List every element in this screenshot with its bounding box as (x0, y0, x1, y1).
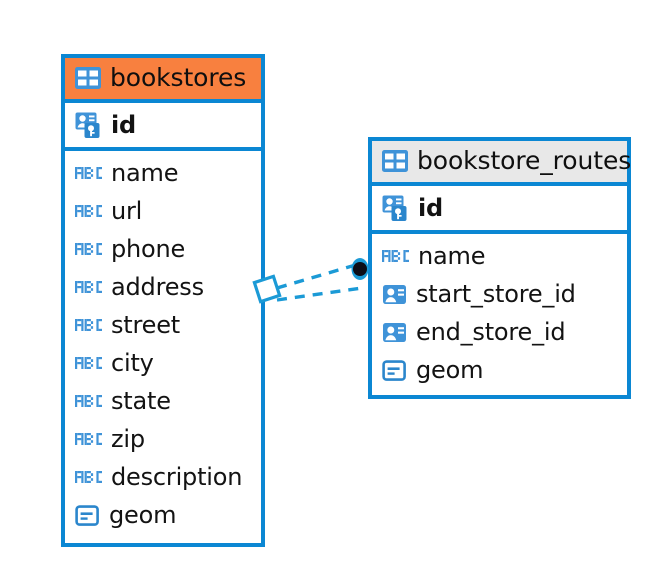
abc-text-icon (75, 203, 102, 219)
column-name: description (111, 463, 243, 491)
column-name: address (111, 273, 204, 301)
column-name: id (111, 111, 137, 139)
table-icon (75, 66, 101, 89)
primary-key-section: id (372, 186, 627, 234)
entity-bookstore-routes[interactable]: bookstore_routes (368, 137, 631, 399)
abc-text-icon (382, 248, 409, 264)
column-name: phone (111, 235, 186, 263)
column-name: url (111, 197, 143, 225)
column-name: geom (416, 356, 484, 384)
column-row-description[interactable]: description (65, 458, 261, 496)
column-name: id (418, 194, 444, 222)
abc-text-icon (75, 355, 102, 371)
abc-text-icon (75, 431, 102, 447)
column-row-id[interactable]: id (372, 186, 627, 230)
foreign-key-icon (382, 320, 407, 345)
column-name: name (418, 242, 486, 270)
abc-text-icon (75, 393, 102, 409)
column-name: start_store_id (416, 280, 576, 308)
geometry-icon (382, 358, 407, 383)
column-row-geom[interactable]: geom (372, 351, 627, 389)
column-row-id[interactable]: id (65, 103, 261, 147)
column-row-name[interactable]: name (65, 154, 261, 192)
primary-key-icon (382, 195, 409, 222)
column-row-city[interactable]: city (65, 344, 261, 382)
column-list: name start_store_id (372, 234, 627, 392)
column-name: city (111, 349, 154, 377)
table-icon (382, 149, 408, 172)
abc-text-icon (75, 317, 102, 333)
entity-header-bookstores[interactable]: bookstores (65, 58, 261, 103)
abc-text-icon (75, 241, 102, 257)
relationship-line-lower (276, 286, 362, 302)
relationship-target-circle (351, 258, 369, 280)
column-name: zip (111, 425, 145, 453)
column-name: state (111, 387, 171, 415)
column-row-street[interactable]: street (65, 306, 261, 344)
entity-bookstores[interactable]: bookstores (61, 54, 265, 547)
relationship-source-diamond (252, 274, 282, 304)
column-row-name[interactable]: name (372, 237, 627, 275)
column-name: end_store_id (416, 318, 566, 346)
column-row-state[interactable]: state (65, 382, 261, 420)
foreign-key-icon (382, 282, 407, 307)
entity-title: bookstore_routes (417, 146, 632, 175)
column-row-geom[interactable]: geom (65, 496, 261, 534)
column-name: geom (109, 501, 177, 529)
column-row-end-store-id[interactable]: end_store_id (372, 313, 627, 351)
relationship-connector[interactable] (252, 238, 380, 310)
column-list: name u (65, 151, 261, 537)
column-name: name (111, 159, 179, 187)
entity-header-bookstore-routes[interactable]: bookstore_routes (372, 141, 631, 186)
abc-text-icon (75, 165, 102, 181)
column-name: street (111, 311, 180, 339)
column-row-zip[interactable]: zip (65, 420, 261, 458)
column-row-phone[interactable]: phone (65, 230, 261, 268)
primary-key-section: id (65, 103, 261, 151)
column-row-start-store-id[interactable]: start_store_id (372, 275, 627, 313)
column-row-address[interactable]: address (65, 268, 261, 306)
geometry-icon (75, 503, 100, 528)
abc-text-icon (75, 469, 102, 485)
primary-key-icon (75, 112, 102, 139)
abc-text-icon (75, 279, 102, 295)
column-row-url[interactable]: url (65, 192, 261, 230)
relationship-line-upper (276, 262, 360, 290)
entity-title: bookstores (110, 63, 247, 92)
